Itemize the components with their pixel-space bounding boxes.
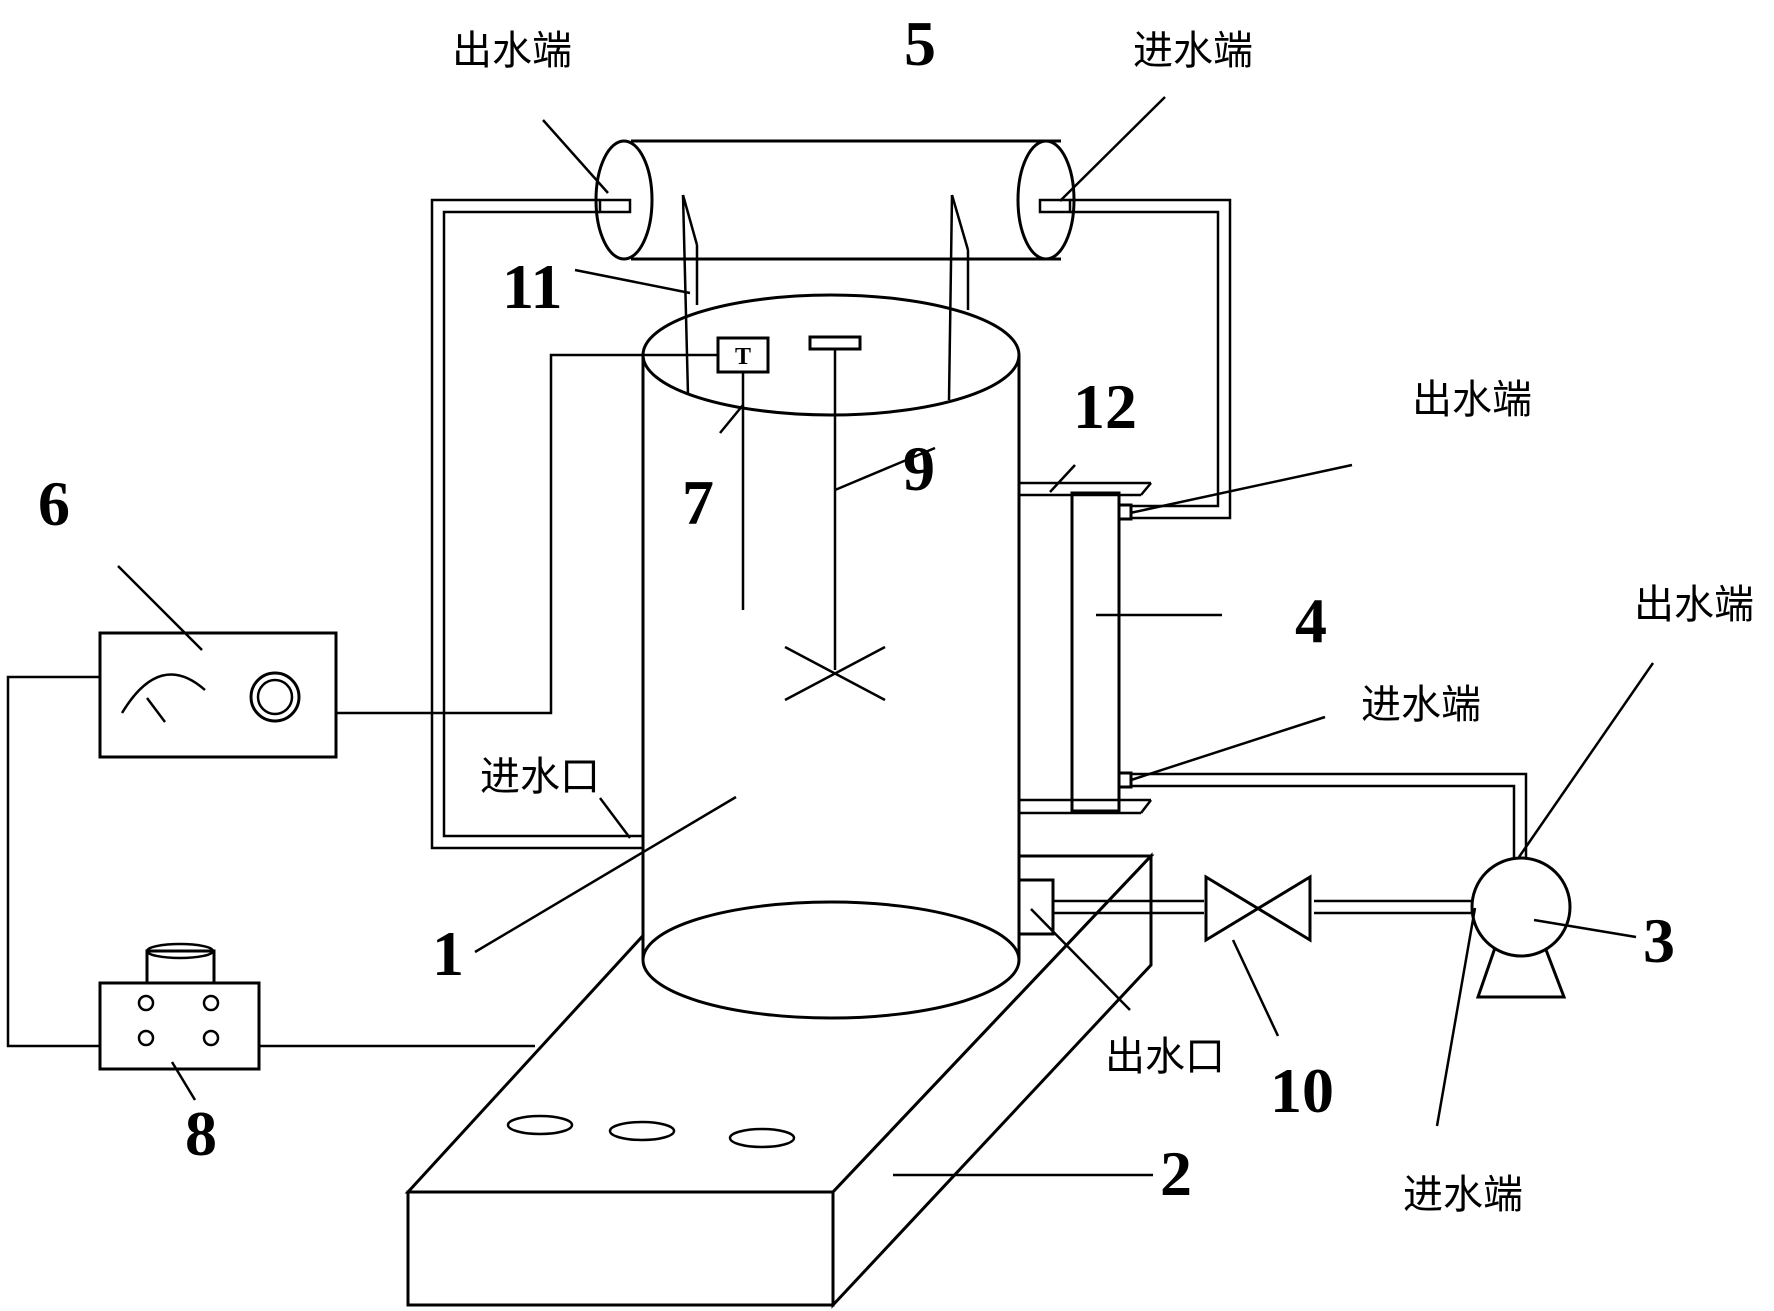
label-10: 10 [1270, 1055, 1334, 1126]
pump-inlet-label: 进水端 [1403, 1172, 1523, 1218]
label-9: 9 [903, 433, 935, 504]
temperature-controller [98, 631, 338, 759]
support-rods [681, 194, 970, 401]
temperature-sensor: T [716, 336, 770, 610]
label-1: 1 [432, 918, 464, 989]
pipe-pump-to-exchanger [1131, 772, 1528, 858]
reactor-vessel [641, 293, 1021, 1020]
stirring-paddle [784, 335, 886, 702]
exchanger-outlet-label: 出水端 [1412, 377, 1532, 423]
cooler-inlet-label: 进水端 [1133, 28, 1253, 74]
label-4: 4 [1295, 585, 1327, 656]
exchanger-inlet-label: 进水端 [1361, 682, 1481, 728]
label-8: 8 [185, 1098, 217, 1169]
sensor-symbol: T [735, 344, 751, 370]
cooler-outlet-label: 出水端 [452, 28, 572, 74]
label-7: 7 [682, 467, 714, 538]
valve [1204, 874, 1312, 943]
label-3: 3 [1643, 905, 1675, 976]
cooler-unit [594, 139, 1076, 261]
pipe-exchanger-to-cooler [1070, 198, 1232, 520]
knob-2 [608, 1120, 676, 1142]
label-6: 6 [38, 468, 70, 539]
cooler-outlet-stub [598, 198, 632, 214]
pump [1470, 856, 1572, 999]
label-12: 12 [1073, 371, 1137, 442]
exchanger-inlet-stub [1117, 771, 1133, 789]
heat-exchanger [1019, 481, 1152, 815]
knob-3 [728, 1127, 796, 1149]
wires [6, 353, 718, 1048]
knob-1 [506, 1114, 574, 1136]
reactor-outlet-port-label: 出水口 [1105, 1034, 1225, 1080]
leader-lines [117, 96, 1655, 1177]
pump-outlet-label: 出水端 [1634, 582, 1754, 628]
cooler-inlet-stub [1038, 198, 1072, 214]
label-2: 2 [1160, 1138, 1192, 1209]
reactor-inlet-port-label: 进水口 [480, 754, 600, 800]
label-5: 5 [904, 8, 936, 79]
label-11: 11 [502, 251, 562, 322]
pipe-cooler-to-reactor-inlet [430, 198, 643, 850]
power-supply [98, 942, 261, 1071]
exchanger-outlet-stub [1117, 503, 1133, 521]
